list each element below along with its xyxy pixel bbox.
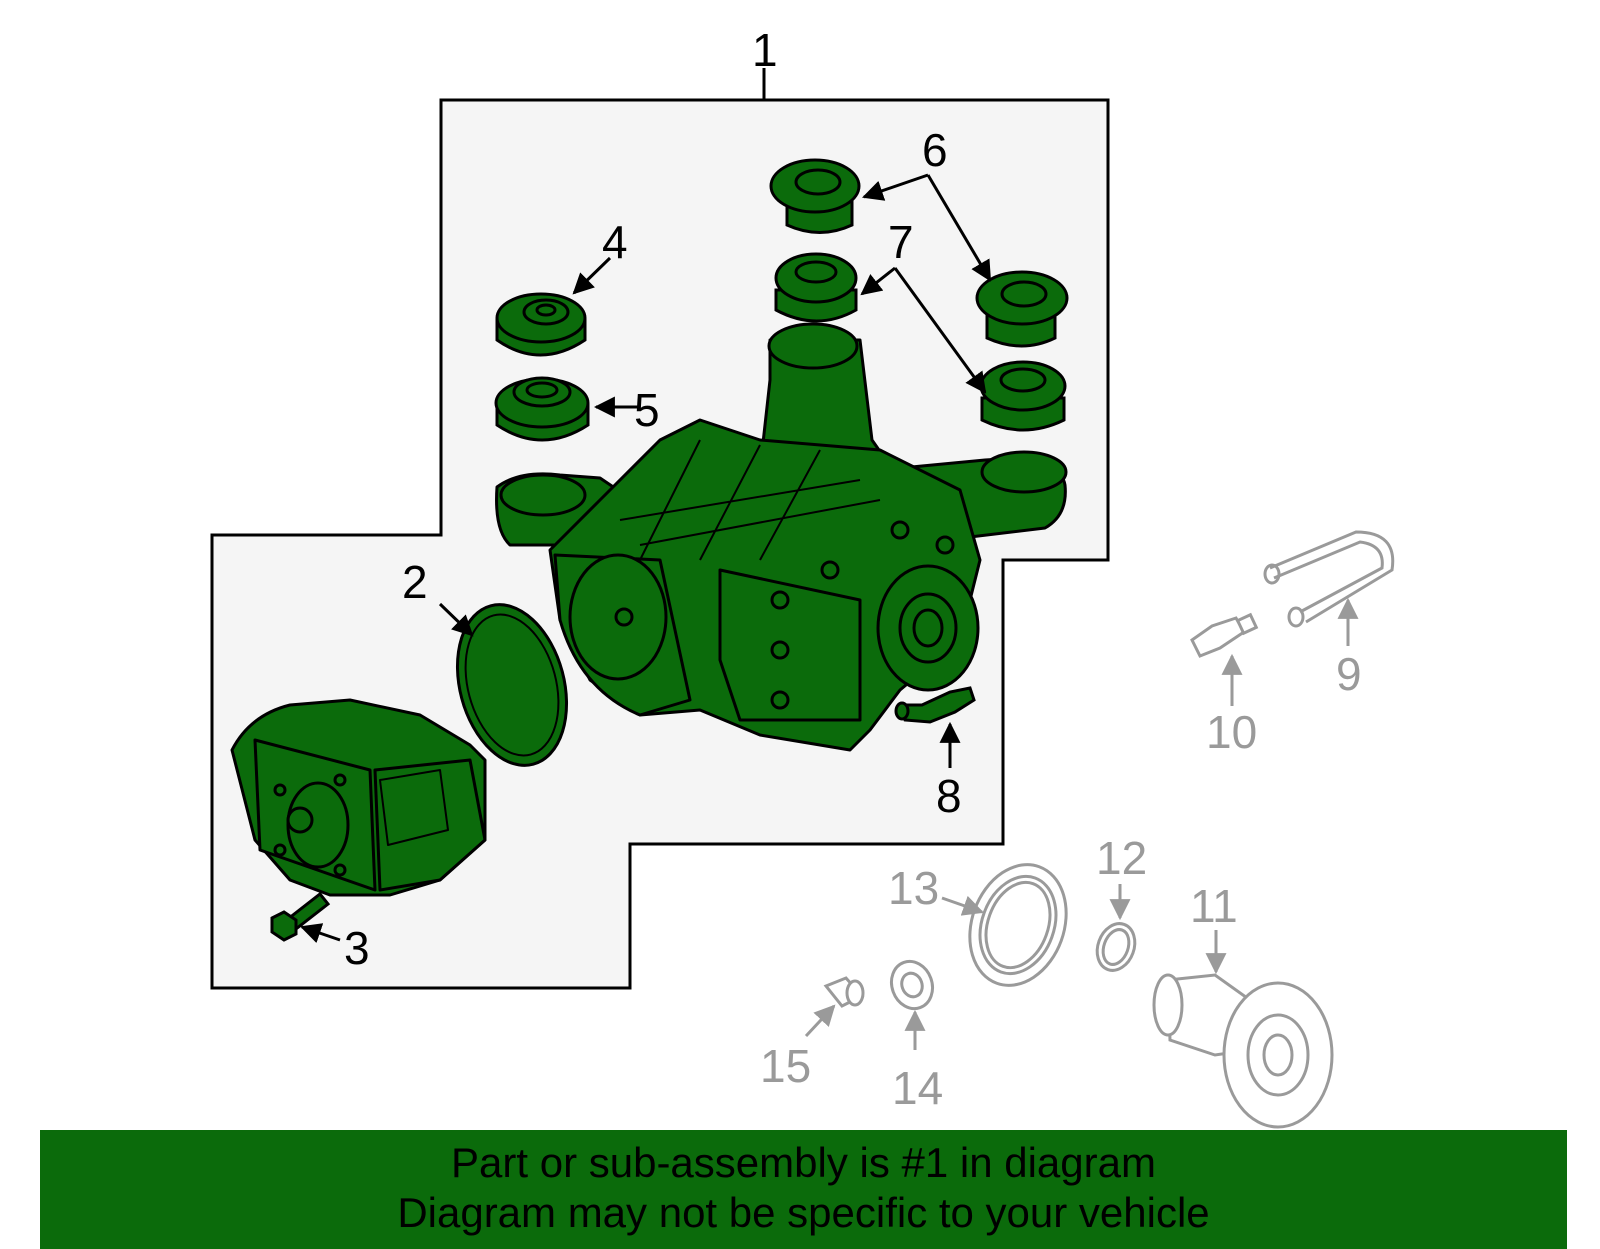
plug-15 xyxy=(823,976,865,1008)
callout-3: 3 xyxy=(344,922,370,974)
callout-15: 15 xyxy=(760,1040,811,1092)
coupling-unit xyxy=(230,698,487,897)
sensor-10 xyxy=(1190,612,1259,658)
callout-4: 4 xyxy=(602,216,628,268)
differential-housing xyxy=(495,322,1068,752)
leaders-main xyxy=(300,173,992,944)
bushing-6-top xyxy=(769,158,861,234)
bolt-3 xyxy=(270,891,331,942)
banner-line-2: Diagram may not be specific to your vehi… xyxy=(397,1189,1210,1236)
callout-8: 8 xyxy=(936,770,962,822)
callout-12: 12 xyxy=(1096,832,1147,884)
banner-line-1: Part or sub-assembly is #1 in diagram xyxy=(451,1139,1156,1186)
hose-8 xyxy=(894,686,976,724)
callout-2: 2 xyxy=(402,556,428,608)
plug-14 xyxy=(889,959,935,1011)
callout-11: 11 xyxy=(1190,880,1238,932)
callout-5: 5 xyxy=(634,384,660,436)
callout-13: 13 xyxy=(888,862,939,914)
callout-6: 6 xyxy=(922,124,948,176)
leaders-other xyxy=(804,597,1359,1050)
gasket-2 xyxy=(455,603,569,767)
disclaimer-banner: Part or sub-assembly is #1 in diagram Di… xyxy=(40,1130,1567,1249)
bushing-6-right xyxy=(975,270,1069,348)
callout-9: 9 xyxy=(1336,648,1362,700)
bushing-7-top xyxy=(774,252,858,323)
bushing-4 xyxy=(495,292,587,357)
bushing-5 xyxy=(494,376,590,442)
bushing-7-right xyxy=(979,360,1067,432)
snap-ring-12 xyxy=(1095,922,1137,972)
callout-7: 7 xyxy=(888,216,914,268)
callout-14: 14 xyxy=(892,1062,943,1114)
callout-1: 1 xyxy=(752,24,778,76)
callout-10: 10 xyxy=(1206,706,1257,758)
seal-13 xyxy=(968,863,1068,987)
flange-11 xyxy=(1152,973,1334,1129)
hose-9 xyxy=(1263,530,1395,628)
